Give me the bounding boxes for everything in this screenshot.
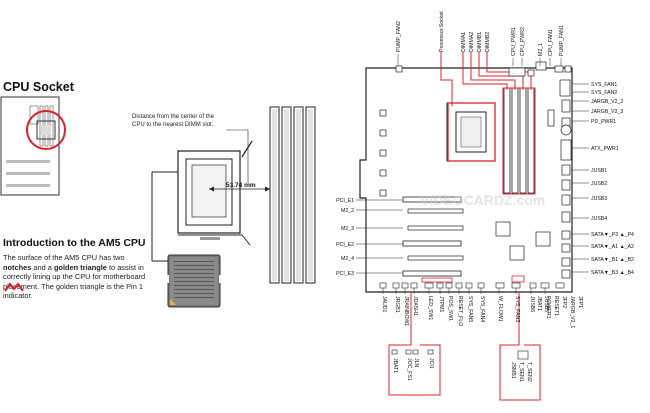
bottom-label: SYS_FAN3 bbox=[514, 296, 520, 322]
motherboard-thumbnail bbox=[0, 96, 66, 196]
right-label: JUSB3 bbox=[591, 196, 607, 202]
right-label: PD_PWR1 bbox=[591, 119, 616, 125]
left-label: PCI_E3 bbox=[336, 271, 354, 277]
top-label: M2_1 bbox=[538, 43, 544, 56]
m2-slots bbox=[407, 61, 547, 261]
am5-socket bbox=[151, 140, 253, 262]
bottom-label: LED_SW1 bbox=[427, 296, 433, 320]
right-label: SATA▼_A1 ▲_A2 bbox=[591, 244, 634, 250]
socket-dimm-diagram: Distance from the center of the CPU to t… bbox=[132, 106, 316, 308]
right-label: SATA▼_P3 ▲_P4 bbox=[591, 232, 634, 238]
board-cpu-socket bbox=[446, 102, 496, 162]
top-label: Processor Socket bbox=[439, 11, 445, 52]
bottom-label: RESET1 bbox=[553, 296, 559, 316]
top-label: DIMMA1 bbox=[461, 32, 467, 52]
bottom-label: JDASH1 bbox=[412, 296, 418, 316]
left-label: M2_3 bbox=[341, 226, 354, 232]
notches-term: notches bbox=[3, 262, 32, 272]
right-label: SYS_FAN1 bbox=[591, 82, 617, 88]
callout-label: JOC_FS1 bbox=[406, 358, 412, 381]
callout-label: JLN bbox=[413, 358, 419, 367]
left-label: M2_2 bbox=[341, 208, 354, 214]
bottom-label: SYS_FAN5 bbox=[467, 296, 473, 322]
bottom-label: JRGB1 bbox=[394, 296, 400, 313]
right-label: ATX_PWR1 bbox=[591, 146, 619, 152]
bottom-label: JRAINBOW1 bbox=[403, 296, 409, 326]
right-label: SYS_FAN2 bbox=[591, 90, 617, 96]
bottom-label: JFP1 bbox=[577, 296, 583, 308]
bottom-label: JTPM1 bbox=[438, 296, 444, 313]
top-label: CPU_FAN1 bbox=[548, 29, 554, 56]
cpu-socket-title: CPU Socket bbox=[3, 80, 74, 94]
intro-paragraph: The surface of the AM5 CPU has two notch… bbox=[3, 253, 146, 301]
golden-triangle-term: golden triangle bbox=[53, 262, 107, 272]
left-label: PCI_E1 bbox=[336, 198, 354, 204]
callout-label: T_SEN1 bbox=[518, 362, 524, 382]
top-label: PUMP_FAN2 bbox=[396, 21, 402, 52]
top-connectors bbox=[395, 65, 572, 77]
right-connectors bbox=[559, 79, 572, 279]
distance-value: 53.74 mm bbox=[226, 182, 256, 189]
top-label: CPU_PWR1 bbox=[511, 27, 517, 56]
distance-note-line1: Distance from the center of the bbox=[132, 114, 215, 120]
right-label: JARGB_V2_3 bbox=[591, 109, 623, 115]
bottom-label: RESET_FLO bbox=[457, 296, 463, 326]
left-info-panel: CPU Socket Introduction to the AM5 CPU T… bbox=[0, 0, 150, 413]
left-label: PCI_E2 bbox=[336, 242, 354, 248]
left-label: M2_4 bbox=[341, 256, 354, 262]
brand-logo-icon bbox=[4, 282, 24, 292]
bottom-label: JARGB_V2_1 bbox=[569, 296, 575, 328]
bottom-label: JBAT1 bbox=[536, 296, 542, 311]
distance-note-line2: CPU to the nearest DIMM slot. bbox=[132, 122, 214, 128]
callout-label: T_SEN2 bbox=[526, 362, 532, 382]
right-label: JUSB4 bbox=[591, 216, 607, 222]
right-label: JUSB2 bbox=[591, 181, 607, 187]
top-label: PUMP_FAN1 bbox=[559, 25, 565, 56]
callout-label: JBAT1 bbox=[392, 358, 398, 373]
right-label: JARGB_V2_2 bbox=[591, 99, 623, 105]
chipset-blocks bbox=[379, 109, 555, 261]
top-label: DIMMA2 bbox=[469, 32, 475, 52]
bottom-label: JFP2 bbox=[561, 296, 567, 308]
am5-cpu-chip bbox=[166, 254, 222, 308]
bottom-label: POS_SW1 bbox=[447, 296, 453, 321]
right-label: JUSB1 bbox=[591, 168, 607, 174]
bottom-label: POWER1 bbox=[545, 296, 551, 319]
top-label: DIMMB1 bbox=[477, 32, 483, 52]
right-label: SATA▼_B1 ▲_B2 bbox=[591, 257, 634, 263]
callout-label: JCI1 bbox=[428, 358, 434, 369]
dimm-slots bbox=[269, 106, 316, 284]
bottom-label: SYS_FAN4 bbox=[479, 296, 485, 322]
bottom-label: JUSB5 bbox=[543, 296, 549, 312]
bottom-label: JAUD1 bbox=[381, 296, 387, 313]
bottom-label: JUSB6 bbox=[529, 296, 535, 312]
bottom-label: W_FLOW1 bbox=[497, 296, 503, 322]
callout-label: JSMB1 bbox=[510, 362, 516, 379]
top-label: DIMMB2 bbox=[485, 32, 491, 52]
right-label: SATA▼_B3 ▲_B4 bbox=[591, 270, 634, 276]
pcie-slots bbox=[402, 196, 462, 277]
watermark-text: VIDEOCARDZ.com bbox=[420, 192, 545, 208]
board-outline bbox=[359, 67, 573, 293]
intro-title: Introduction to the AM5 CPU bbox=[3, 237, 146, 249]
top-label: CPU_PWR2 bbox=[520, 27, 526, 56]
